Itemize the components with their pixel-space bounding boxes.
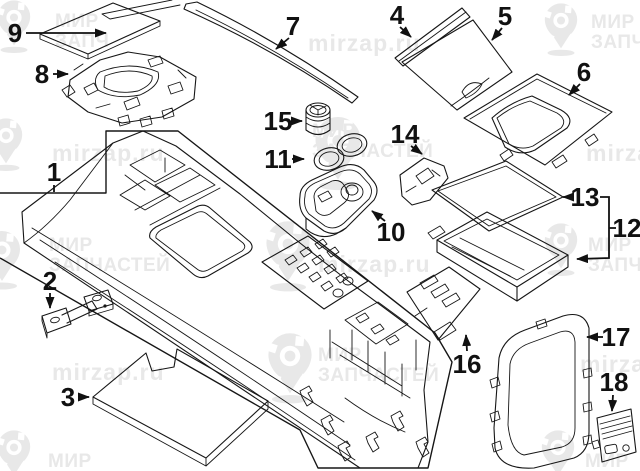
callout-5[interactable]: 5	[491, 1, 512, 41]
part-10-cupholder	[299, 164, 378, 238]
callout-4-leader	[399, 26, 412, 38]
callout-9-number[interactable]: 9	[8, 18, 22, 48]
callout-16-leader	[462, 334, 472, 352]
callout-7-leader	[275, 37, 290, 50]
part-5-armrest-lid	[401, 19, 513, 111]
watermark-gear-pin-icon	[0, 118, 23, 172]
callout-18-number[interactable]: 18	[600, 367, 629, 397]
callout-5-number[interactable]: 5	[498, 1, 512, 31]
callout-12[interactable]: 12	[576, 196, 640, 264]
callout-1-number[interactable]: 1	[47, 157, 61, 187]
callout-4[interactable]: 4	[390, 0, 412, 38]
callout-10-leader	[371, 210, 386, 222]
callout-13-number[interactable]: 13	[571, 182, 600, 212]
callout-10[interactable]: 10	[371, 210, 406, 247]
watermark-url-text: mirzap.ru	[580, 351, 640, 377]
callout-7[interactable]: 7	[275, 11, 300, 50]
callout-6[interactable]: 6	[568, 57, 591, 96]
part-18-rear-vent	[591, 408, 637, 463]
watermark-brand-text: МИР	[48, 451, 92, 471]
callout-2-number[interactable]: 2	[43, 266, 57, 296]
part-11-seal-rings	[313, 133, 368, 171]
watermark-url-text: mirzap.ru	[586, 140, 640, 166]
callout-12-number[interactable]: 12	[613, 213, 640, 243]
callout-3[interactable]: 3	[61, 382, 90, 412]
callout-15-number[interactable]: 15	[264, 106, 293, 136]
watermark-url-text: mirzap.ru	[52, 140, 165, 166]
callout-2[interactable]: 2	[43, 266, 57, 309]
part-1-console-body	[21, 130, 431, 469]
watermark-url-text: mirzap.ru	[52, 359, 165, 385]
watermark-gear-pin-icon	[543, 3, 578, 57]
part-13-bin-mat	[431, 160, 564, 232]
part-12-storage-bin	[427, 211, 569, 302]
callout-18[interactable]: 18	[600, 367, 629, 412]
callout-1[interactable]: 1	[47, 157, 61, 192]
part-14-bracket	[399, 157, 449, 206]
part-8-front-frame	[61, 51, 197, 128]
callout-13[interactable]: 13	[562, 182, 600, 212]
callout-6-leader	[568, 83, 581, 96]
part-16-mount-plate	[406, 266, 481, 341]
callout-11[interactable]: 11	[264, 144, 305, 174]
callout-16-number[interactable]: 16	[453, 349, 482, 379]
part-9-mat	[39, 0, 181, 60]
part-17-rear-panel	[489, 313, 593, 469]
callout-5-leader	[491, 27, 503, 41]
callout-4-number[interactable]: 4	[390, 0, 405, 30]
callout-17-number[interactable]: 17	[602, 322, 631, 352]
part-15-cup-insert	[305, 102, 331, 136]
callout-14-leader	[410, 143, 423, 155]
part-3-floor-mat	[92, 348, 269, 467]
callout-18-leader	[608, 394, 618, 412]
callout-3-number[interactable]: 3	[61, 382, 75, 412]
callout-14[interactable]: 14	[391, 119, 423, 155]
part-4-lid-strip	[394, 7, 471, 67]
part-2-mounting-bracket	[41, 289, 114, 339]
callout-8[interactable]: 8	[35, 59, 69, 89]
callout-8-number[interactable]: 8	[35, 59, 49, 89]
part-7-trim-strip	[183, 1, 359, 104]
part-1-boundary-box	[0, 130, 453, 469]
callout-14-number[interactable]: 14	[391, 119, 420, 149]
part-6-top-trim-panel	[463, 73, 613, 169]
callout-11-number[interactable]: 11	[264, 144, 292, 174]
callout-10-number[interactable]: 10	[377, 217, 406, 247]
callout-17[interactable]: 17	[586, 322, 631, 352]
callout-7-number[interactable]: 7	[286, 11, 300, 41]
callout-16[interactable]: 16	[453, 334, 482, 379]
callout-15[interactable]: 15	[264, 106, 303, 136]
callout-6-number[interactable]: 6	[577, 57, 591, 87]
watermark-gear-pin-icon	[0, 430, 31, 471]
callout-9[interactable]: 9	[8, 18, 107, 48]
